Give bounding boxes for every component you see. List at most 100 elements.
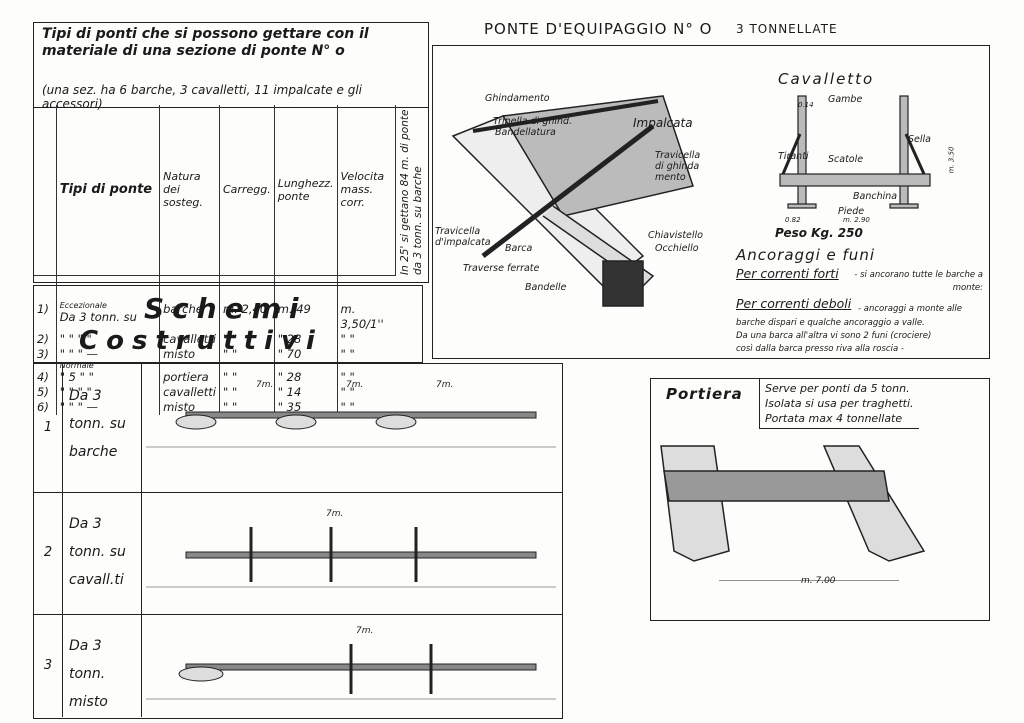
label-travicella-impalcata: Travicella d'impalcata: [435, 226, 491, 248]
portiera-line: Isolata si usa per traghetti.: [765, 397, 914, 410]
anchoring-weak-head: Per correnti deboli: [736, 296, 852, 311]
cav-dim-height: m. 3.50: [947, 146, 956, 174]
label-traverse: Traverse ferrate: [463, 263, 540, 274]
support-type: cavalletti: [163, 384, 216, 399]
support-type: misto: [163, 346, 196, 361]
type-category: Eccezionale: [59, 300, 107, 310]
bridge-type: " " " —: [59, 346, 99, 361]
row-number: 6): [37, 399, 49, 414]
col-header: Tipi di ponte: [55, 105, 160, 276]
label-trinella: Trinella di ghind.: [493, 116, 573, 127]
boat-illustration: [451, 95, 694, 307]
max-current-speed: m. 3,50/1'': [340, 301, 384, 331]
span-dimension: 7m.: [436, 380, 454, 390]
anchoring-title: Ancoraggi e funi: [736, 246, 875, 264]
span-dimension: 7m.: [356, 626, 374, 636]
boat-support: [375, 414, 417, 430]
bridge-deck: [185, 551, 537, 559]
schemi-title-2: Costruttivi: [79, 326, 323, 356]
label-travicella-ghindamento: Travicella di ghinda mento: [655, 150, 701, 183]
col-header: Velocita mass. corr.: [336, 105, 396, 276]
roadway-width: " ": [223, 369, 238, 384]
bridge-type: " " " —: [59, 399, 99, 414]
label-barca: Barca: [505, 243, 533, 254]
bridge-length: " 70: [277, 346, 302, 361]
bridge-length: " 28: [277, 331, 302, 346]
label-impalcata: Impalcata: [633, 116, 693, 130]
bridge-type: " " " ": [59, 384, 92, 399]
col-header: Carregg.: [219, 105, 275, 276]
label-occhiello: Occhiello: [655, 243, 699, 254]
bridge-type: " " " ": [59, 331, 92, 346]
cavalletto-illustration: [779, 95, 931, 209]
table-row: 4)Normale" 5 " "portiera" "" 28" ": [34, 361, 428, 385]
table-row: 5)" " " "cavalletti" "" 14" ": [34, 384, 428, 400]
row-number: 4): [37, 369, 49, 384]
cav-dim-290: m. 2.90: [843, 216, 870, 224]
anchoring-strong-text: - si ancorano tutte le barche a monte:: [854, 270, 983, 293]
cav-dim-082: 0.82: [785, 216, 801, 224]
bridge-types-table: Tipi di ponti che si possono gettare con…: [33, 22, 429, 415]
portiera-title: Portiera: [666, 385, 743, 403]
scheme-number: 3: [43, 657, 53, 673]
scheme-drawing: [146, 527, 556, 588]
page-title: PONTE D'EQUIPAGGIO N° O: [484, 20, 713, 38]
max-current-speed: " ": [340, 399, 355, 414]
roadway-width: m. 2,40: [223, 301, 268, 316]
scheme-label: Da 3 tonn. misto: [62, 614, 142, 717]
bridge-deck: [185, 663, 537, 671]
anchoring-line3: Da una barca all'altra vi sono 2 funi (c…: [736, 331, 932, 341]
scheme-drawing: [146, 644, 556, 700]
boat-support: [178, 666, 224, 682]
table-row: 6) " " " — misto " " " 35 " ": [34, 399, 428, 415]
scheme-drawing: [146, 411, 556, 448]
anchoring-weak-text: - ancoraggi a monte alle barche dispari …: [736, 304, 963, 328]
cavalletto-title: Cavalletto: [778, 70, 875, 88]
schemi-title-box: Schemi Costruttivi: [33, 285, 423, 363]
roadway-width: " ": [223, 399, 238, 414]
boat-support: [275, 414, 317, 430]
max-current-speed: " ": [340, 331, 355, 346]
scheme-row: 2 Da 3 tonn. su cavall.ti 7m.: [34, 492, 562, 615]
support-type: cavalletti: [163, 331, 216, 346]
span-dimension: 7m.: [326, 509, 344, 519]
cav-label-tiranti: Tiranti: [778, 151, 809, 162]
anchoring-strong-head: Per correnti forti: [736, 266, 839, 281]
page-subtitle: 3 TONNELLATE: [736, 22, 838, 36]
support-type: barche: [163, 301, 203, 316]
support-type: misto: [163, 399, 196, 414]
cav-label-gambe: Gambe: [828, 94, 863, 105]
types-grid: Tipi di ponte Natura dei sosteg. Carregg…: [34, 105, 428, 415]
row-number: 2): [37, 331, 49, 346]
portiera-line: Portata max 4 tonnellate: [765, 412, 903, 425]
scheme-number: 1: [43, 420, 53, 435]
bridge-length: " 14: [277, 384, 302, 399]
bridge-deck: [185, 411, 537, 419]
roadway-width: " ": [223, 384, 238, 399]
portiera-illustration: [660, 445, 926, 581]
scheme-number: 2: [43, 545, 53, 560]
bridge-type: Da 3 tonn. su: [59, 309, 137, 324]
cavalletto-weight: Peso Kg. 250: [775, 226, 863, 240]
boat-cavalletto-diagram: Ghindamento Trinella di ghind. Bandellat…: [432, 45, 990, 359]
roadway-width: " ": [223, 331, 238, 346]
label-ghindamento: Ghindamento: [485, 93, 550, 104]
row-number: 3): [37, 346, 49, 361]
anchoring-line4: così dalla barca presso riva alla roscia…: [736, 344, 904, 354]
label-chiavistello: Chiavistello: [648, 230, 703, 241]
bridge-length: " 35: [277, 399, 302, 414]
scheme-label: Da 3 tonn. su barche: [62, 364, 142, 492]
table-row: 3)" " " —misto" "" 70" ": [34, 346, 428, 362]
row-number: 1): [37, 301, 49, 316]
bridge-length: m. 49: [277, 301, 311, 316]
bridge-type: " 5 " ": [59, 369, 94, 384]
cav-dim-014: 0.14: [798, 101, 814, 109]
table-heading: Tipi di ponti che si possono gettare con…: [42, 26, 369, 59]
row-number: 5): [37, 384, 49, 399]
scheme-label: Da 3 tonn. su cavall.ti: [62, 492, 142, 614]
table-row: 2) " " " " cavalletti " " " 28 " ": [34, 331, 428, 347]
